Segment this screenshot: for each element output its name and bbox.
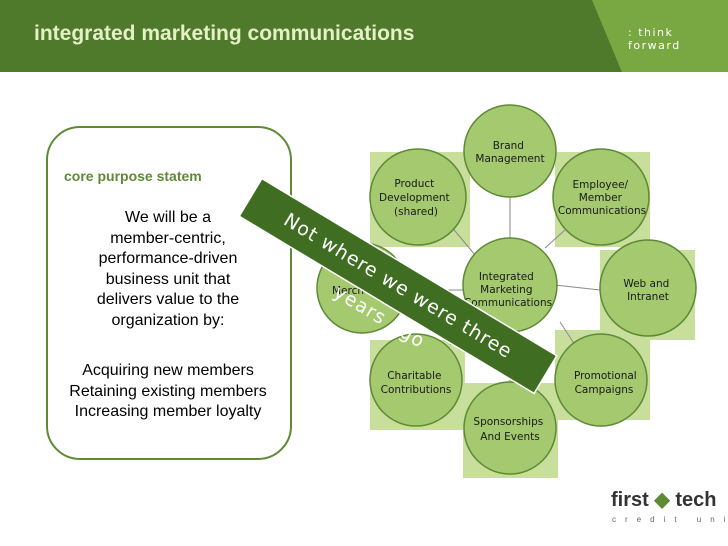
statement-line: member-centric, — [110, 229, 226, 247]
node-product — [369, 148, 467, 246]
node-employee — [552, 148, 650, 246]
node-label: Merch — [332, 285, 364, 297]
node-promo — [554, 333, 648, 427]
node-label: Employee/ Member Communications — [558, 179, 646, 217]
node-label: Sponsorships And Events — [473, 416, 546, 443]
logo: first ◆ tech credit union — [611, 487, 728, 524]
core-purpose-label: core purpose statem — [64, 168, 202, 184]
node-label: Promotional Campaigns — [574, 370, 640, 396]
node-label: Charitable Contributions — [381, 370, 452, 396]
statement-line: We will be a — [125, 209, 211, 226]
node-web — [599, 239, 697, 337]
node-label: Web and Intranet — [623, 278, 672, 303]
center-label: Integrated Marketing Communications — [464, 271, 552, 309]
statement-line: business unit that — [105, 270, 231, 288]
logo-first: first — [611, 489, 649, 511]
statement-line: performance-driven — [98, 250, 238, 267]
statement-line: delivers value to the — [96, 291, 240, 308]
page-title: integrated marketing communications — [34, 22, 415, 45]
logo-mark: ◆ — [654, 489, 670, 511]
core-purpose-box — [46, 126, 292, 460]
core-purpose-list: Acquiring new members Retaining existing… — [50, 361, 286, 423]
logo-tech: tech — [675, 489, 717, 511]
node-label: Product Development (shared) — [379, 178, 453, 218]
tagline: : think forward — [628, 26, 681, 52]
core-purpose-text: We will be a member-centric, performance… — [50, 208, 286, 331]
node-sponsor — [463, 381, 557, 475]
list-item: Increasing member loyalty — [74, 403, 262, 420]
node-brand — [463, 104, 557, 198]
banner-shape — [238, 177, 558, 395]
statement-line: organization by: — [111, 311, 225, 329]
list-item: Acquiring new members — [82, 362, 254, 379]
list-item: Retaining existing members — [69, 382, 267, 400]
node-charitable — [369, 333, 463, 427]
node-label: Brand Management — [475, 140, 544, 165]
logo-subtitle: credit union — [612, 515, 728, 524]
